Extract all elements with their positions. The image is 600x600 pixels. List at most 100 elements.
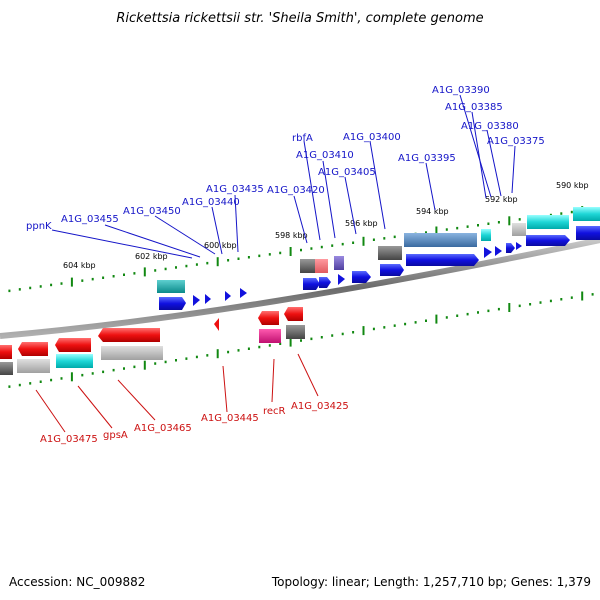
minor-tick [331,334,334,337]
feature-box[interactable] [56,354,93,368]
major-tick [362,326,365,336]
gene-arrow[interactable] [576,226,600,240]
gene-arrow[interactable] [225,291,231,301]
gene-arrow[interactable] [258,311,279,325]
minor-tick [445,228,448,231]
forward-gene-labels: ppnK A1G_03455 A1G_03450 A1G_03440 A1G_0… [26,85,545,232]
gene-arrow[interactable] [319,277,331,288]
minor-tick [18,288,21,291]
minor-tick [425,231,427,234]
gene-arrow[interactable] [352,271,371,283]
feature-box[interactable] [101,346,163,360]
gene-label[interactable]: A1G_03375 [487,136,545,147]
feature-box[interactable] [481,229,491,241]
gene-arrow[interactable] [526,235,570,246]
feature-box[interactable] [378,246,402,260]
minor-tick [445,316,448,319]
minor-tick [185,264,188,268]
minor-tick [279,342,282,345]
gene-label[interactable]: A1G_03405 [318,167,376,178]
minor-tick [372,238,375,241]
minor-tick [466,312,469,316]
gene-label[interactable]: recR [263,406,286,417]
gene-arrow[interactable] [338,274,345,285]
gene-label[interactable]: ppnK [26,221,52,232]
feature-box[interactable] [17,359,50,373]
gene-label[interactable]: A1G_03390 [432,85,490,96]
minor-tick [320,336,323,339]
minor-tick [247,256,250,259]
gene-arrow[interactable] [506,243,515,253]
gene-arrow[interactable] [495,246,502,256]
major-tick [143,267,146,277]
minor-tick [237,349,240,352]
minor-tick [175,266,177,269]
major-tick [216,257,219,267]
minor-tick [91,372,94,375]
gene-arrow[interactable] [303,278,320,290]
minor-tick [425,319,427,322]
gene-label[interactable]: A1G_03450 [123,206,181,217]
minor-tick [300,339,302,342]
gene-arrow[interactable] [406,254,479,266]
reverse-strand-features [0,307,305,375]
feature-box[interactable] [0,362,13,375]
minor-tick [206,354,209,357]
feature-box[interactable] [527,215,569,229]
feature-box[interactable] [286,325,305,339]
gene-label[interactable]: A1G_03410 [296,150,354,161]
gene-arrow[interactable] [55,338,91,352]
minor-tick [331,244,334,247]
feature-box[interactable] [573,207,600,221]
gene-arrow[interactable] [516,242,522,250]
gene-arrow[interactable] [380,264,404,276]
gene-label[interactable]: A1G_03385 [445,102,503,113]
gene-arrow[interactable] [484,247,492,258]
minor-tick [8,289,11,293]
gene-arrow[interactable] [240,288,247,298]
major-tick [362,236,365,246]
minor-tick [81,373,84,377]
gene-label[interactable]: A1G_03455 [61,214,119,225]
gene-label[interactable]: A1G_03475 [40,434,98,445]
minor-tick [112,275,115,278]
minor-tick [154,362,157,365]
gene-arrow[interactable] [0,345,12,359]
minor-tick [18,383,21,387]
gene-arrow[interactable] [214,318,219,331]
gene-label[interactable]: A1G_03420 [267,185,325,196]
feature-box[interactable] [157,280,185,293]
gene-label[interactable]: rbfA [292,133,313,144]
gene-arrow[interactable] [284,307,303,321]
major-tick [143,360,146,370]
gene-label[interactable]: A1G_03395 [398,153,456,164]
minor-tick [60,282,63,285]
feature-box[interactable] [300,259,315,273]
feature-box[interactable] [512,223,526,236]
gene-label[interactable]: gpsA [103,430,128,441]
gene-label[interactable]: A1G_03445 [201,413,259,424]
minor-tick [341,242,344,246]
minor-tick [372,327,375,331]
feature-box[interactable] [315,259,328,273]
gene-label[interactable]: A1G_03425 [291,401,349,412]
gene-label[interactable]: A1G_03440 [182,197,240,208]
minor-tick [164,267,167,271]
gene-arrow[interactable] [18,342,48,356]
gene-label[interactable]: A1G_03435 [206,184,264,195]
gene-arrow[interactable] [193,295,200,306]
gene-arrow[interactable] [98,328,160,342]
gene-label[interactable]: A1G_03400 [343,132,401,143]
gene-arrow[interactable] [205,294,211,304]
feature-box[interactable] [259,329,281,343]
gene-arrow[interactable] [159,297,186,310]
feature-box[interactable] [334,256,344,270]
minor-tick [310,247,313,250]
minor-tick [518,304,521,308]
minor-tick [352,241,355,244]
tick-label-598: 598 kbp [275,231,308,240]
feature-box[interactable] [404,233,477,247]
gene-label[interactable]: A1G_03380 [461,121,519,132]
gene-label[interactable]: A1G_03465 [134,423,192,434]
